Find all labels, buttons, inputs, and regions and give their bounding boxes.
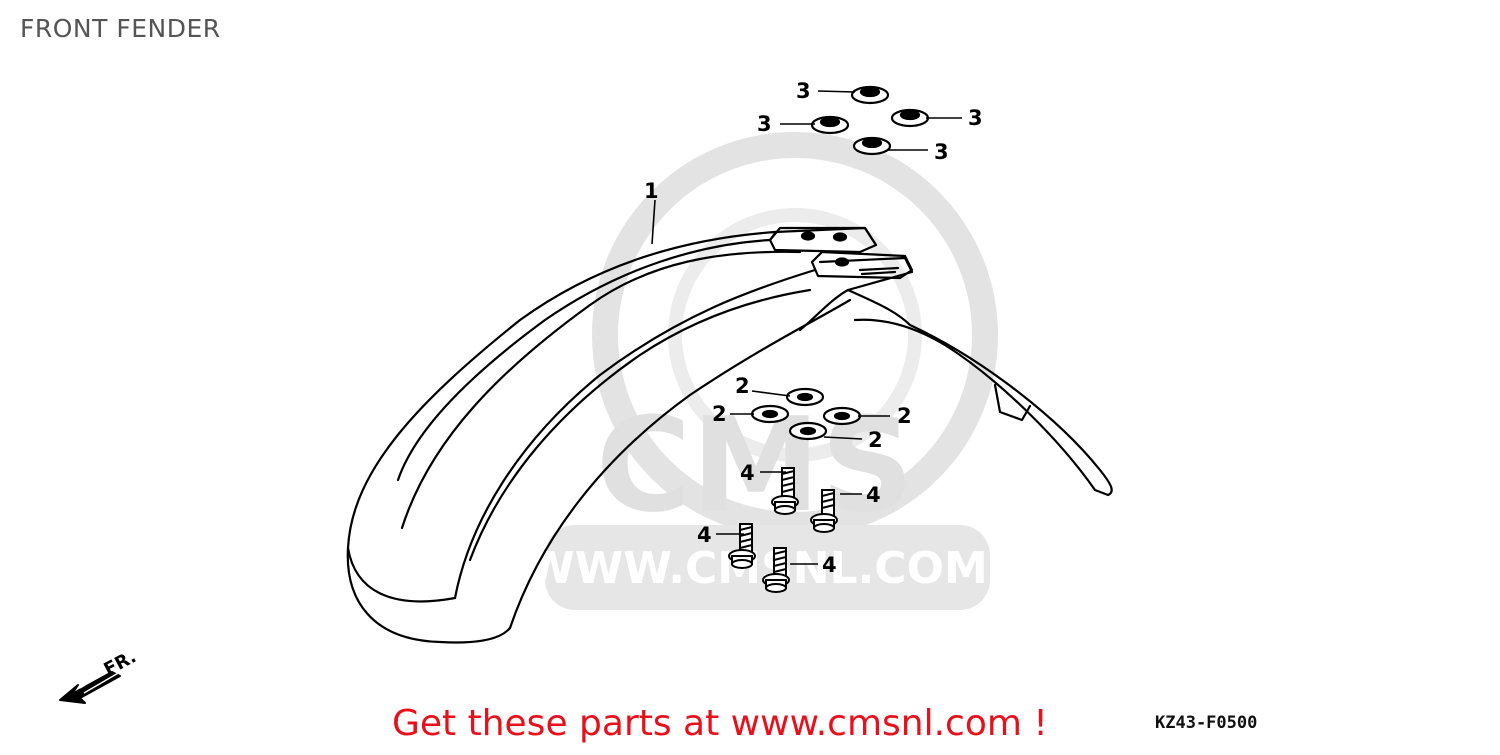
callout-4-d: 4	[822, 553, 837, 577]
callout-3-c: 3	[968, 106, 983, 130]
grommet-part-3-b	[890, 108, 930, 128]
diagram-title: FRONT FENDER	[20, 14, 221, 43]
callout-labels: 1 3 3 3 3 2 2 2 2 4 4 4 4	[644, 79, 983, 577]
grommet-part-3-a	[850, 85, 890, 105]
callout-4-b: 4	[866, 483, 881, 507]
bolt-part-4-b	[810, 489, 838, 533]
bolt-part-4-a	[771, 467, 799, 515]
callout-4-c: 4	[697, 523, 712, 547]
bolt-part-4-d	[762, 547, 790, 593]
callout-2-d: 2	[868, 428, 883, 452]
drawing-code: KZ43-F0500	[1155, 713, 1258, 733]
callout-3-d: 3	[934, 140, 949, 164]
callout-3-b: 3	[757, 112, 772, 136]
callout-3-a: 3	[796, 79, 811, 103]
washer-part-2-c	[822, 406, 862, 426]
grommet-part-3-d	[852, 136, 892, 156]
leader-lines	[651, 90, 962, 565]
grommet-group	[810, 85, 930, 156]
callout-2-b: 2	[712, 402, 727, 426]
front-fender	[346, 226, 1113, 644]
callout-2-a: 2	[735, 374, 750, 398]
callout-4-a: 4	[740, 461, 755, 485]
callout-2-c: 2	[897, 404, 912, 428]
callout-1: 1	[644, 179, 659, 203]
washer-part-2-b	[750, 404, 790, 424]
front-direction-arrow: FR.	[59, 646, 140, 704]
washer-part-2-a	[785, 387, 825, 407]
bolt-group	[728, 467, 838, 593]
bolt-part-4-c	[728, 523, 756, 569]
grommet-part-3-c	[810, 115, 850, 135]
washer-group	[750, 387, 862, 441]
promo-link-text[interactable]: Get these parts at www.cmsnl.com !	[392, 703, 1048, 744]
watermark-url-text: WWW.CMSNL.COM	[526, 543, 988, 594]
washer-part-2-d	[788, 421, 828, 441]
